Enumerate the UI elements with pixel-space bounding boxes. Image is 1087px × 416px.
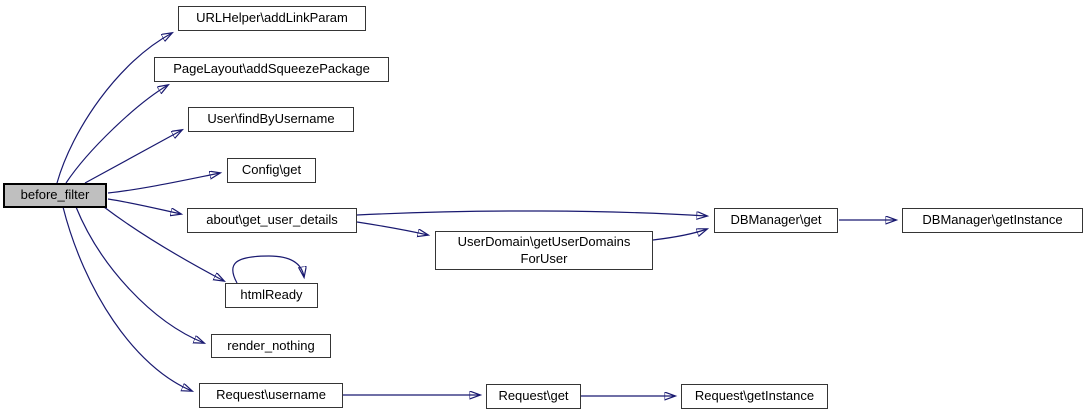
edge-before_filter-addLinkParam bbox=[56, 33, 172, 184]
node-request-get[interactable]: Request\get bbox=[486, 384, 581, 409]
edge-before_filter-render_nothing bbox=[75, 206, 204, 343]
edge-before_filter-config_get bbox=[107, 173, 220, 194]
edge-user_domain-dbmanager_get bbox=[652, 229, 707, 241]
node-htmlready[interactable]: htmlReady bbox=[225, 283, 318, 308]
edge-html_ready-self-loop bbox=[232, 255, 304, 284]
edge-before_filter-get_user_details bbox=[107, 198, 181, 214]
edge-before_filter-addSqueezePackage bbox=[65, 85, 168, 184]
node-userdomain-getuserdomainsforuser[interactable]: UserDomain\getUserDomains ForUser bbox=[435, 231, 653, 270]
node-about-get-user-details[interactable]: about\get_user_details bbox=[187, 208, 357, 233]
edge-before_filter-findByUsername bbox=[84, 130, 182, 184]
node-pagelayout-addsqueezepackage[interactable]: PageLayout\addSqueezePackage bbox=[154, 57, 389, 82]
node-config-get[interactable]: Config\get bbox=[227, 158, 316, 183]
node-render-nothing[interactable]: render_nothing bbox=[211, 334, 331, 358]
edge-get_user_details-dbmanager_get bbox=[356, 210, 707, 216]
edge-before_filter-htmlReady bbox=[103, 206, 224, 281]
edge-get_user_details-user_domain bbox=[356, 221, 428, 235]
edge-before_filter-request_username bbox=[62, 206, 192, 391]
node-dbmanager-get[interactable]: DBManager\get bbox=[714, 208, 838, 233]
node-before-filter: before_filter bbox=[3, 183, 107, 208]
node-urlhelper-addlinkparam[interactable]: URLHelper\addLinkParam bbox=[178, 6, 366, 31]
node-request-getinstance[interactable]: Request\getInstance bbox=[681, 384, 828, 409]
node-user-findbyusername[interactable]: User\findByUsername bbox=[188, 107, 354, 132]
node-request-username[interactable]: Request\username bbox=[199, 383, 343, 408]
node-dbmanager-getinstance[interactable]: DBManager\getInstance bbox=[902, 208, 1083, 233]
